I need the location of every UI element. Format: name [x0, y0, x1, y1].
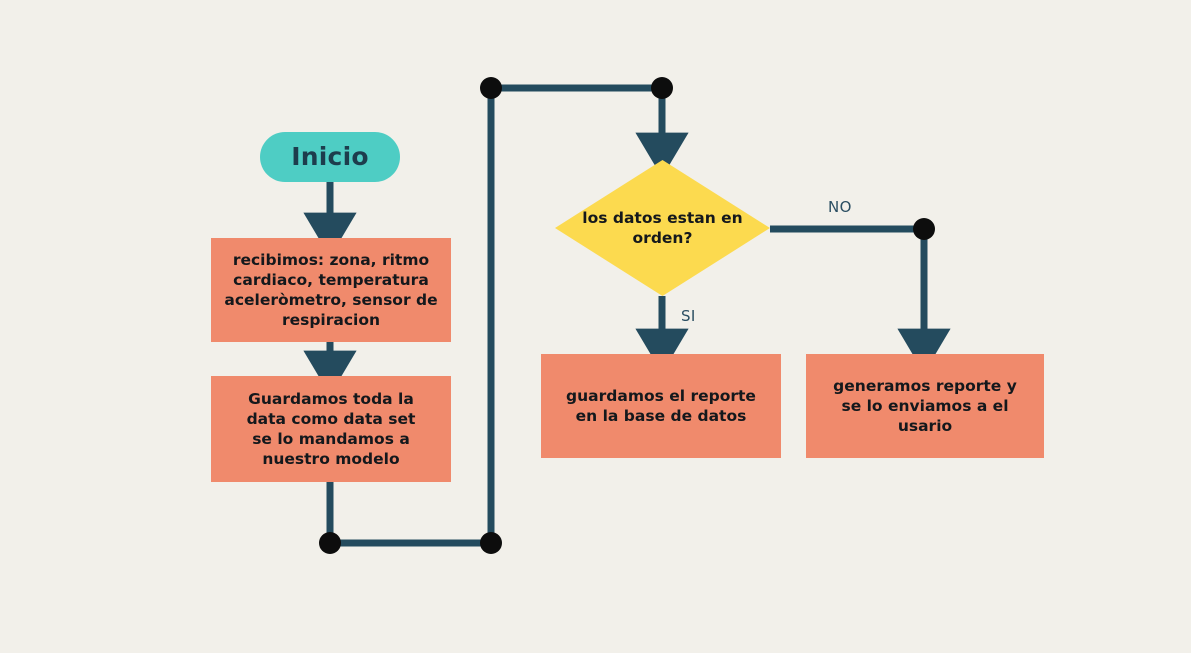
node-datos-en-orden[interactable]: los datos estan en orden?: [555, 160, 770, 296]
node-inicio[interactable]: Inicio: [260, 132, 400, 182]
edge-label-si: SI: [681, 307, 696, 325]
dot-no-corner: [913, 218, 935, 240]
node-generamos-reporte[interactable]: generamos reporte y se lo enviamos a el …: [806, 354, 1044, 458]
node-guardamos-dataset[interactable]: Guardamos toda la data como data set se …: [211, 376, 451, 482]
dot-top-left: [480, 77, 502, 99]
node-guardamos-dataset-label: Guardamos toda la data como data set se …: [246, 389, 416, 469]
edge-label-no: NO: [828, 198, 852, 216]
node-datos-en-orden-label: los datos estan en orden?: [582, 208, 743, 247]
dot-bottom-right: [480, 532, 502, 554]
node-inicio-label: Inicio: [291, 141, 369, 171]
node-generamos-reporte-label: generamos reporte y se lo enviamos a el …: [833, 376, 1017, 436]
dot-bottom-left: [319, 532, 341, 554]
node-guardamos-reporte-label: guardamos el reporte en la base de datos: [566, 386, 756, 425]
node-recibimos[interactable]: recibimos: zona, ritmo cardiaco, tempera…: [211, 238, 451, 342]
dot-top-right: [651, 77, 673, 99]
node-guardamos-reporte[interactable]: guardamos el reporte en la base de datos: [541, 354, 781, 458]
node-recibimos-label: recibimos: zona, ritmo cardiaco, tempera…: [224, 250, 438, 330]
